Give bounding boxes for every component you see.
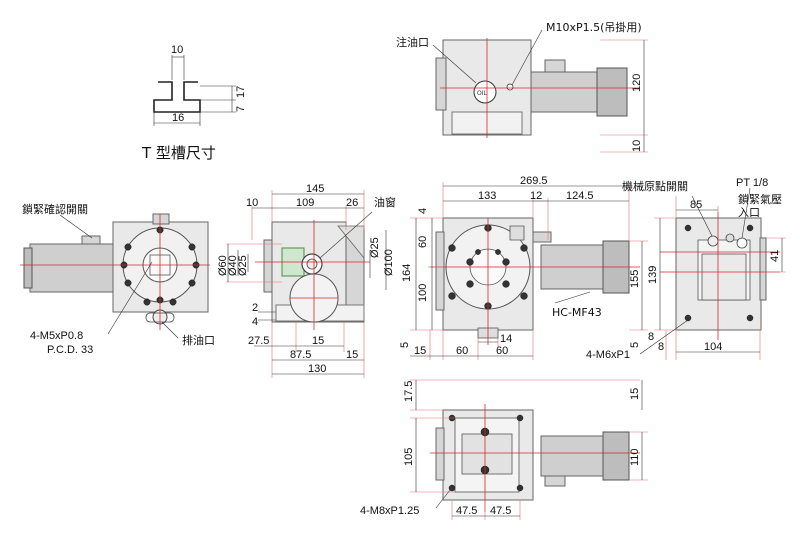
side-dim-d100: Ø100	[383, 249, 395, 276]
oil-drain-label: 排油口	[182, 333, 215, 347]
side-dim-145: 145	[306, 183, 324, 195]
front-view: 269.5 133 12 124.5 4 60 164 100 155 HC-M…	[399, 175, 648, 360]
front-dim-14: 14	[500, 333, 512, 345]
right-dim-139: 139	[647, 266, 659, 284]
side-dim-130: 130	[308, 363, 326, 375]
bottom-dim-105: 105	[403, 448, 415, 466]
tslot-detail: 10 17 7 16 T 型槽尺寸	[141, 44, 247, 162]
tslot-dim-7: 7	[235, 106, 247, 112]
side-dim-26: 26	[346, 197, 358, 209]
side-dim-4: 4	[252, 316, 258, 328]
right-tap-label: 4-M6xP1	[586, 349, 630, 361]
bottom-dim-47-5-b: 47.5	[490, 505, 511, 517]
oil-fill-label: 注油口	[396, 35, 429, 49]
front-dim-133: 133	[478, 190, 496, 202]
lift-tap-hole	[506, 83, 514, 91]
tslot-title: T 型槽尺寸	[141, 144, 216, 162]
side-dim-2: 2	[252, 302, 258, 314]
front-dim-12: 12	[530, 190, 542, 202]
side-dim-d25-right: Ø25	[369, 237, 381, 258]
lock-sensor-label: 鎖緊確認開關	[22, 202, 88, 216]
bottom-view: 17.5 15 105 110 4-M8xP1.25 47.5 47.5	[360, 379, 648, 520]
side-dim-d40: Ø40	[227, 255, 239, 276]
right-dim-41: 41	[769, 250, 781, 262]
front-motor-model: HC-MF43	[552, 306, 602, 319]
front-dim-5-right: 5	[629, 342, 641, 348]
right-pt: PT 1/8	[736, 177, 768, 189]
air-inlet-label-2: 入口	[738, 206, 760, 219]
oil-fill-mark: OIL	[477, 90, 487, 97]
oil-window-label: 油窗	[374, 195, 396, 209]
bottom-dim-110: 110	[629, 448, 641, 466]
air-inlet-label-1: 鎖緊氣壓	[738, 192, 782, 206]
right-view: 機械原點開關 PT 1/8 鎖緊氣壓 入口 85 139 41 104 8 8 …	[586, 177, 786, 361]
front-dim-100: 100	[417, 284, 429, 302]
right-dim-104: 104	[704, 341, 722, 353]
side-dim-d60: Ø60	[217, 255, 229, 276]
left-tap-label-2: P.C.D. 33	[47, 344, 93, 356]
bottom-dim-17-5: 17.5	[403, 381, 415, 402]
top-dim-120: 120	[631, 74, 643, 92]
side-dim-d25-left: Ø25	[237, 255, 249, 276]
top-view: OIL 注油口 M10xP1.5(吊掛用) 120 10	[396, 20, 648, 153]
side-dim-87-5: 87.5	[290, 349, 311, 361]
front-dim-15: 15	[414, 345, 426, 357]
side-dim-10: 10	[246, 197, 258, 209]
front-dim-60-v: 60	[417, 236, 429, 248]
front-dim-124-5: 124.5	[566, 190, 594, 202]
side-dim-15-b: 15	[346, 349, 358, 361]
left-view: 鎖緊確認開關 4-M5xP0.8 P.C.D. 33 排油口	[20, 202, 215, 356]
bottom-dim-47-5-a: 47.5	[456, 505, 477, 517]
tslot-dim-bottom: 16	[172, 112, 184, 124]
front-dim-155: 155	[629, 270, 641, 288]
side-dim-109: 109	[296, 197, 314, 209]
bottom-dim-15: 15	[629, 388, 641, 400]
front-dim-60-b: 60	[496, 345, 508, 357]
origin-switch-label: 機械原點開關	[622, 179, 688, 193]
front-dim-269-5: 269.5	[520, 175, 548, 187]
tslot-profile	[153, 81, 201, 113]
front-dim-5-left: 5	[399, 342, 411, 348]
front-dim-4: 4	[417, 208, 429, 214]
oil-fill-port	[473, 80, 497, 104]
bottom-tap-label: 4-M8xP1.25	[360, 505, 419, 517]
tslot-dim-top: 10	[171, 44, 183, 56]
lift-tap-label: M10xP1.5(吊掛用)	[546, 20, 642, 34]
top-dim-10: 10	[631, 140, 643, 152]
side-dim-15-a: 15	[312, 335, 324, 347]
left-tap-label-1: 4-M5xP0.8	[30, 330, 83, 342]
side-view: 145 10 109 26 Ø60 Ø40 Ø25 Ø25 Ø100 油窗 2 …	[217, 183, 396, 378]
front-dim-164: 164	[401, 264, 413, 282]
right-dim-8-b: 8	[658, 341, 664, 353]
right-dim-8-a: 8	[648, 331, 654, 343]
side-dim-27-5: 27.5	[248, 335, 269, 347]
front-dim-60-a: 60	[456, 345, 468, 357]
tslot-dim-17: 17	[235, 86, 247, 98]
right-dim-85: 85	[690, 199, 702, 211]
